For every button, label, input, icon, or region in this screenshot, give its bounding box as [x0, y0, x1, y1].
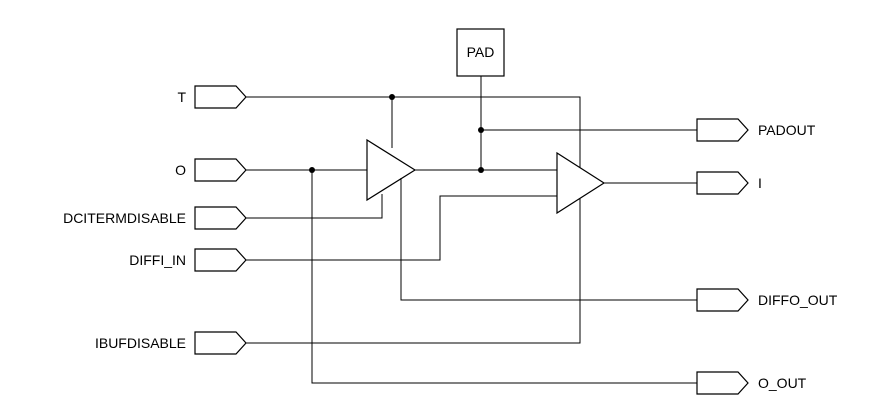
port-dcitermdisable-shape [194, 206, 247, 230]
port-i-shape [696, 171, 749, 195]
port-padout-label: PADOUT [758, 122, 816, 138]
port-t-label: T [177, 89, 186, 105]
port-dcitermdisable-label: DCITERMDISABLE [63, 210, 186, 226]
port-t-shape [194, 85, 247, 109]
port-ibufdisable-shape [194, 331, 247, 355]
port-diffo-out-shape [696, 288, 749, 312]
dcitermdisable-wire [246, 194, 383, 219]
port-i-label: I [758, 175, 762, 191]
o-junction [309, 167, 315, 173]
padout-junction [478, 127, 484, 133]
port-diffi-in: DIFFI_IN [129, 248, 247, 272]
port-diffi-in-label: DIFFI_IN [129, 252, 186, 268]
port-ibufdisable: IBUFDISABLE [95, 331, 247, 355]
diffi-in-wire [246, 195, 557, 261]
port-i: I [696, 171, 762, 195]
port-dcitermdisable: DCITERMDISABLE [63, 206, 247, 230]
output-buffer-triangle [366, 138, 417, 202]
port-t: T [177, 85, 247, 109]
port-ibufdisable-label: IBUFDISABLE [95, 335, 186, 351]
port-diffo-out-label: DIFFO_OUT [758, 292, 838, 308]
input-buffer-triangle [556, 151, 606, 215]
port-o: O [175, 158, 247, 182]
port-padout: PADOUT [696, 118, 816, 142]
port-diffo-out: DIFFO_OUT [696, 288, 838, 312]
port-padout-shape [696, 118, 749, 142]
pad-label: PAD [467, 44, 495, 60]
t-junction [389, 94, 395, 100]
pad-box [456, 28, 505, 77]
port-o-label: O [175, 162, 186, 178]
port-o-out: O_OUT [696, 371, 807, 395]
diffo-out-wire [400, 178, 697, 301]
port-o-out-shape [696, 371, 749, 395]
port-o-out-label: O_OUT [758, 375, 807, 391]
block-boundary [246, 96, 581, 344]
port-o-shape [194, 158, 247, 182]
port-diffi-in-shape [194, 248, 247, 272]
o-out-wire [311, 170, 697, 384]
